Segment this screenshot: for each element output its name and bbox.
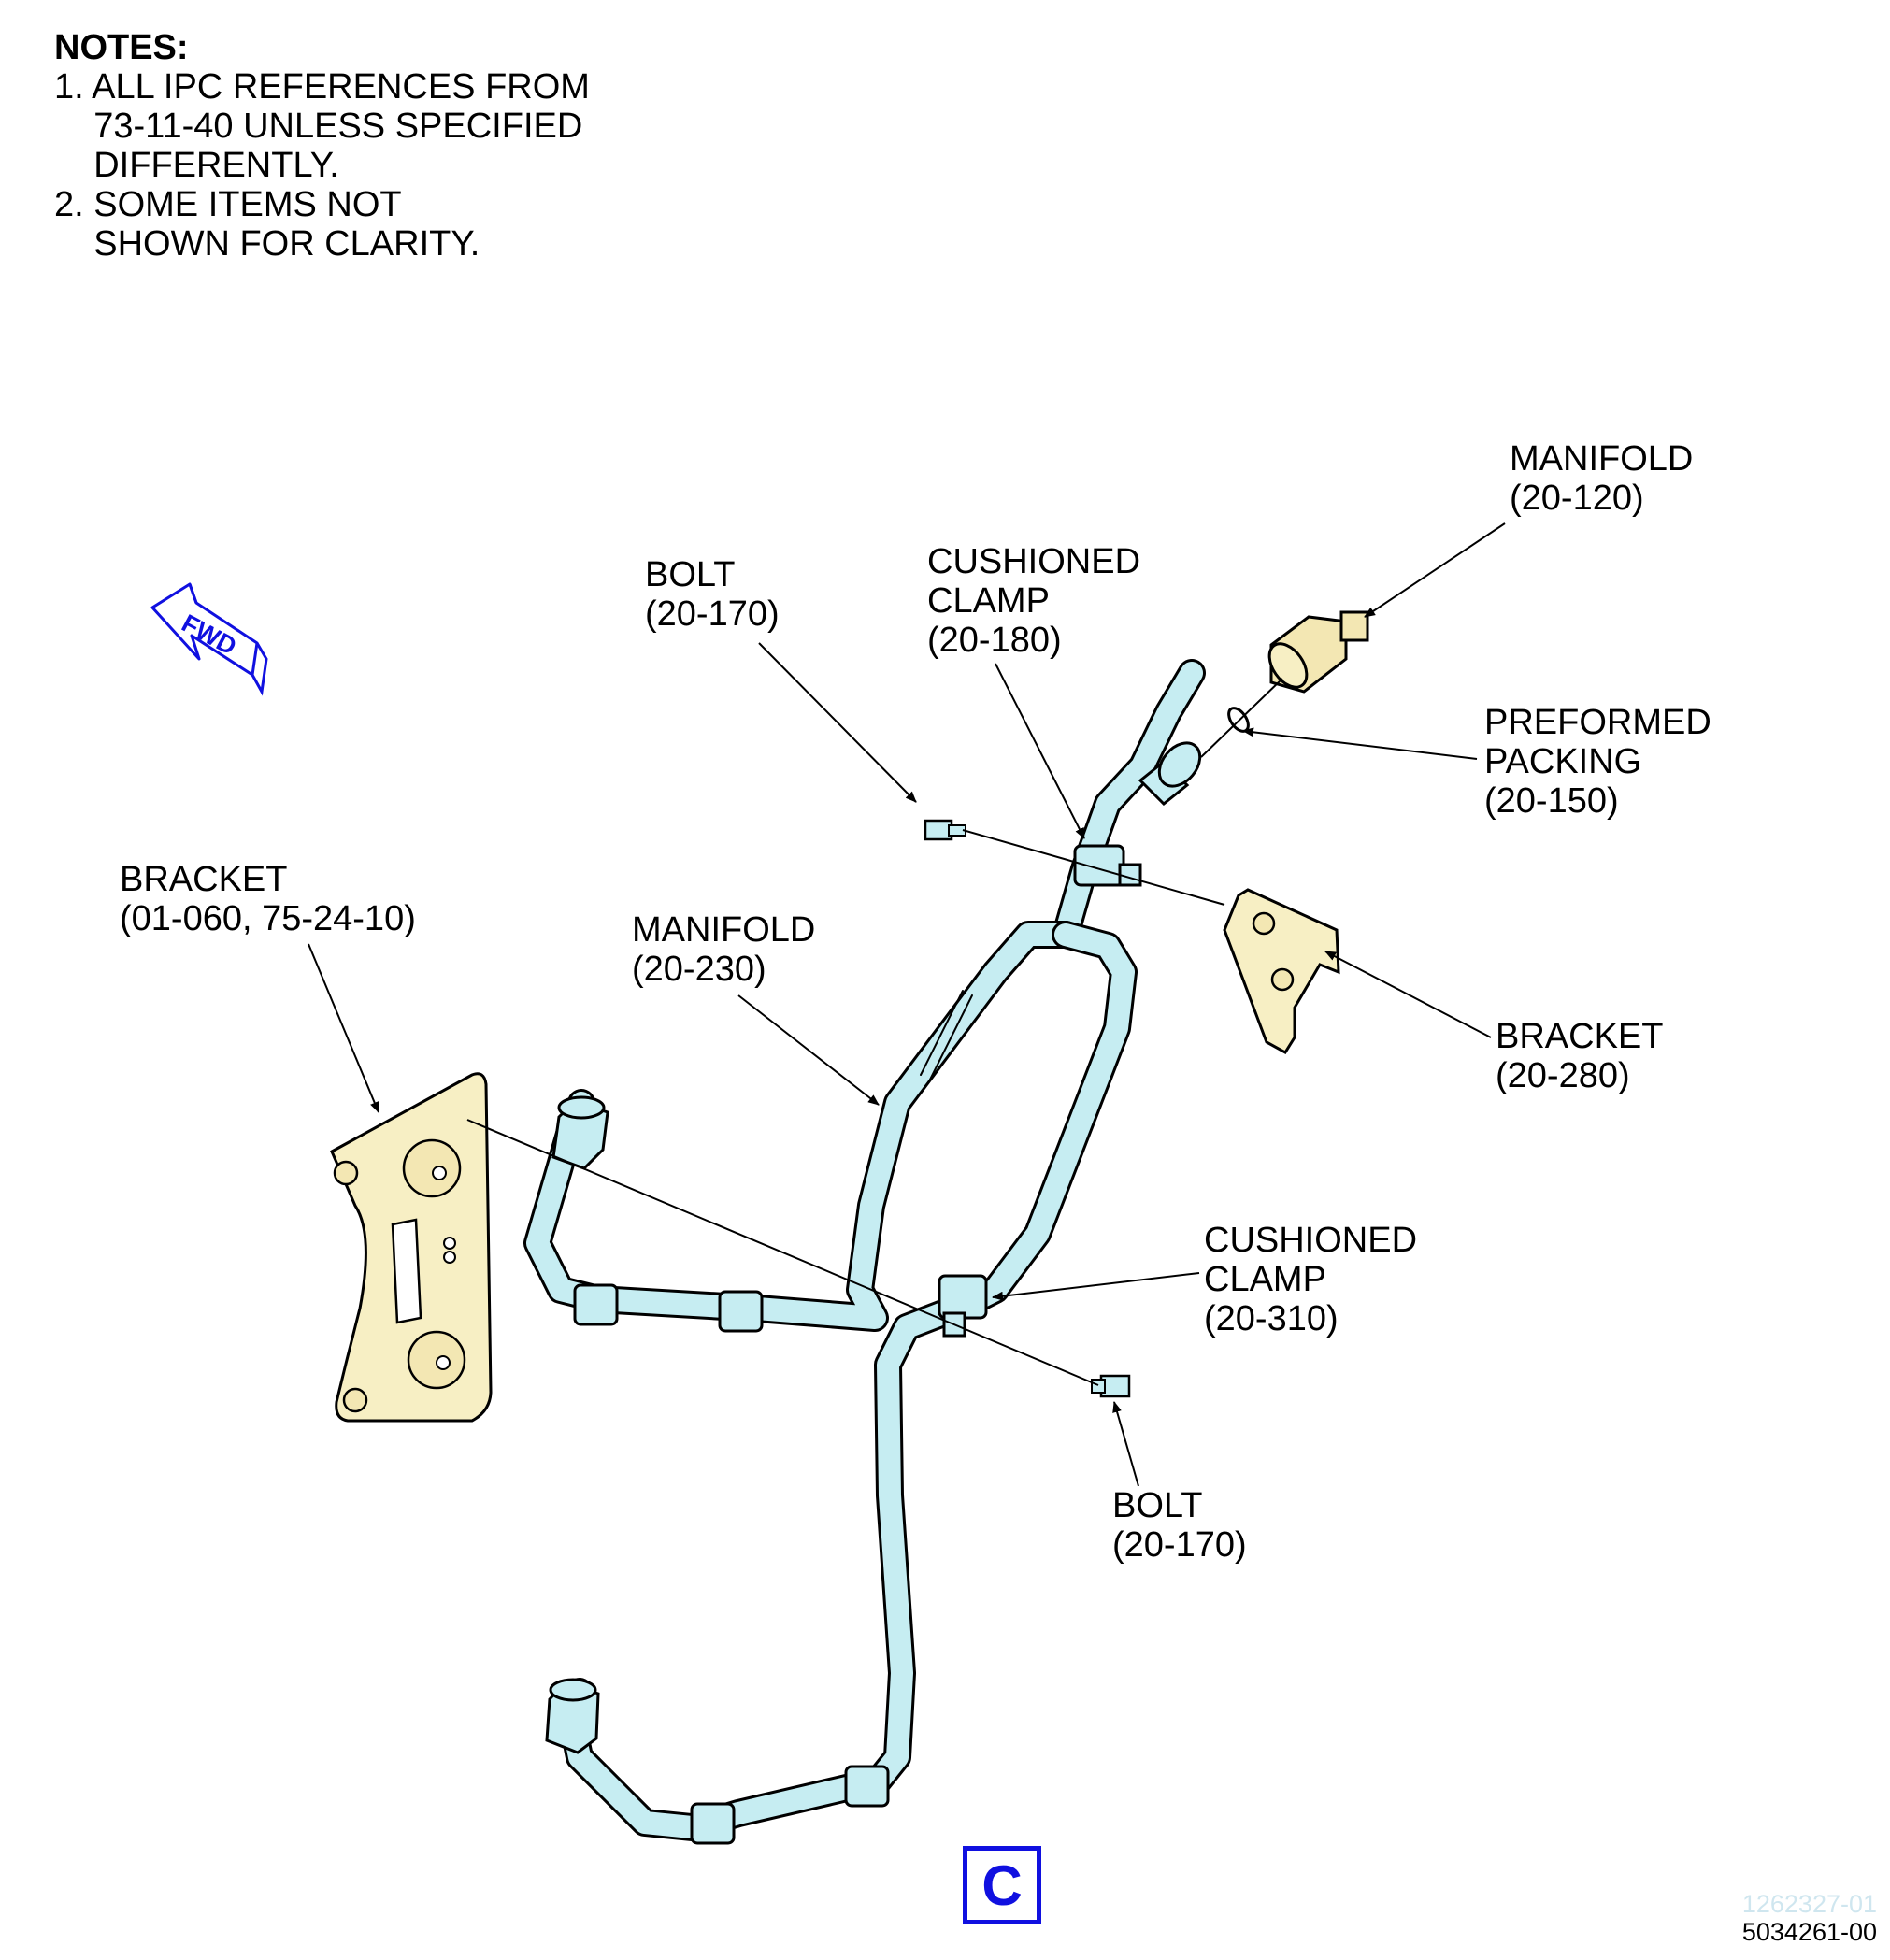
callout-ref: (20-310) (1204, 1299, 1339, 1338)
bolt-bottom (1091, 1374, 1131, 1398)
callout-bolt-bottom: BOLT (20-170) (1112, 1486, 1247, 1565)
callout-ref: (20-170) (1112, 1525, 1247, 1565)
callout-preformed-packing-150: PREFORMED PACKING (20-150) (1484, 703, 1711, 821)
callout-cushioned-clamp-310: CUSHIONED CLAMP (20-310) (1204, 1221, 1417, 1338)
callout-name: BRACKET (120, 860, 288, 899)
callout-ref: (20-170) (645, 594, 780, 634)
document-number: 5034261-00 (1741, 1918, 1877, 1946)
manifold-tube (523, 659, 1206, 1841)
view-label: C (981, 1853, 1023, 1917)
callout-cushioned-clamp-180: CUSHIONED CLAMP (20-180) (927, 542, 1140, 660)
callout-name: CUSHIONED (927, 542, 1141, 581)
callout-ref: (20-280) (1496, 1056, 1630, 1095)
left-bracket (330, 1072, 493, 1423)
callout-bolt-top: BOLT (20-170) (645, 555, 780, 634)
ghost-reference-number: 1262327-01 (1741, 1890, 1877, 1918)
callout-ref: (20-150) (1484, 781, 1619, 821)
callout-name: PREFORMED (1484, 703, 1711, 742)
lower-cushioned-clamp (938, 1274, 988, 1338)
note-line: SHOWN FOR CLARITY. (54, 224, 480, 264)
callout-name: CUSHIONED (1204, 1221, 1418, 1260)
note-line: 73-11-40 UNLESS SPECIFIED (54, 107, 583, 146)
leader-lines (308, 522, 1506, 1487)
manifold-fitting-120 (1267, 610, 1369, 694)
callout-name: BOLT (1112, 1486, 1203, 1525)
view-label-box: C (963, 1846, 1041, 1924)
callout-bracket-280: BRACKET (20-280) (1496, 1017, 1663, 1095)
callout-name: CLAMP (1204, 1260, 1326, 1299)
note-line: 2. SOME ITEMS NOT (54, 185, 402, 224)
callout-ref: (20-120) (1510, 479, 1644, 518)
callout-name: PACKING (1484, 742, 1642, 781)
callout-ref: (01-060, 75-24-10) (120, 899, 416, 938)
center-lines (466, 678, 1283, 1386)
callout-name: BRACKET (1496, 1017, 1664, 1056)
callout-bracket-left: BRACKET (01-060, 75-24-10) (120, 860, 416, 938)
tube-fittings (545, 741, 1202, 1845)
callout-name: CLAMP (927, 581, 1050, 621)
callout-ref: (20-230) (632, 950, 766, 989)
callout-name: MANIFOLD (632, 910, 816, 950)
callout-name: BOLT (645, 555, 736, 594)
callout-name: MANIFOLD (1510, 439, 1694, 479)
right-bracket (1223, 888, 1340, 1054)
fwd-arrow-icon: FWD (150, 582, 268, 696)
notes-block: NOTES: 1. ALL IPC REFERENCES FROM 73-11-… (54, 28, 590, 264)
notes-heading: NOTES: (54, 28, 189, 67)
note-line: 1. ALL IPC REFERENCES FROM (54, 67, 590, 107)
callout-ref: (20-180) (927, 621, 1062, 660)
callout-manifold-230: MANIFOLD (20-230) (632, 910, 815, 989)
note-line: DIFFERENTLY. (54, 146, 339, 185)
callout-manifold-120: MANIFOLD (20-120) (1510, 439, 1693, 518)
bolt-top (924, 819, 966, 841)
